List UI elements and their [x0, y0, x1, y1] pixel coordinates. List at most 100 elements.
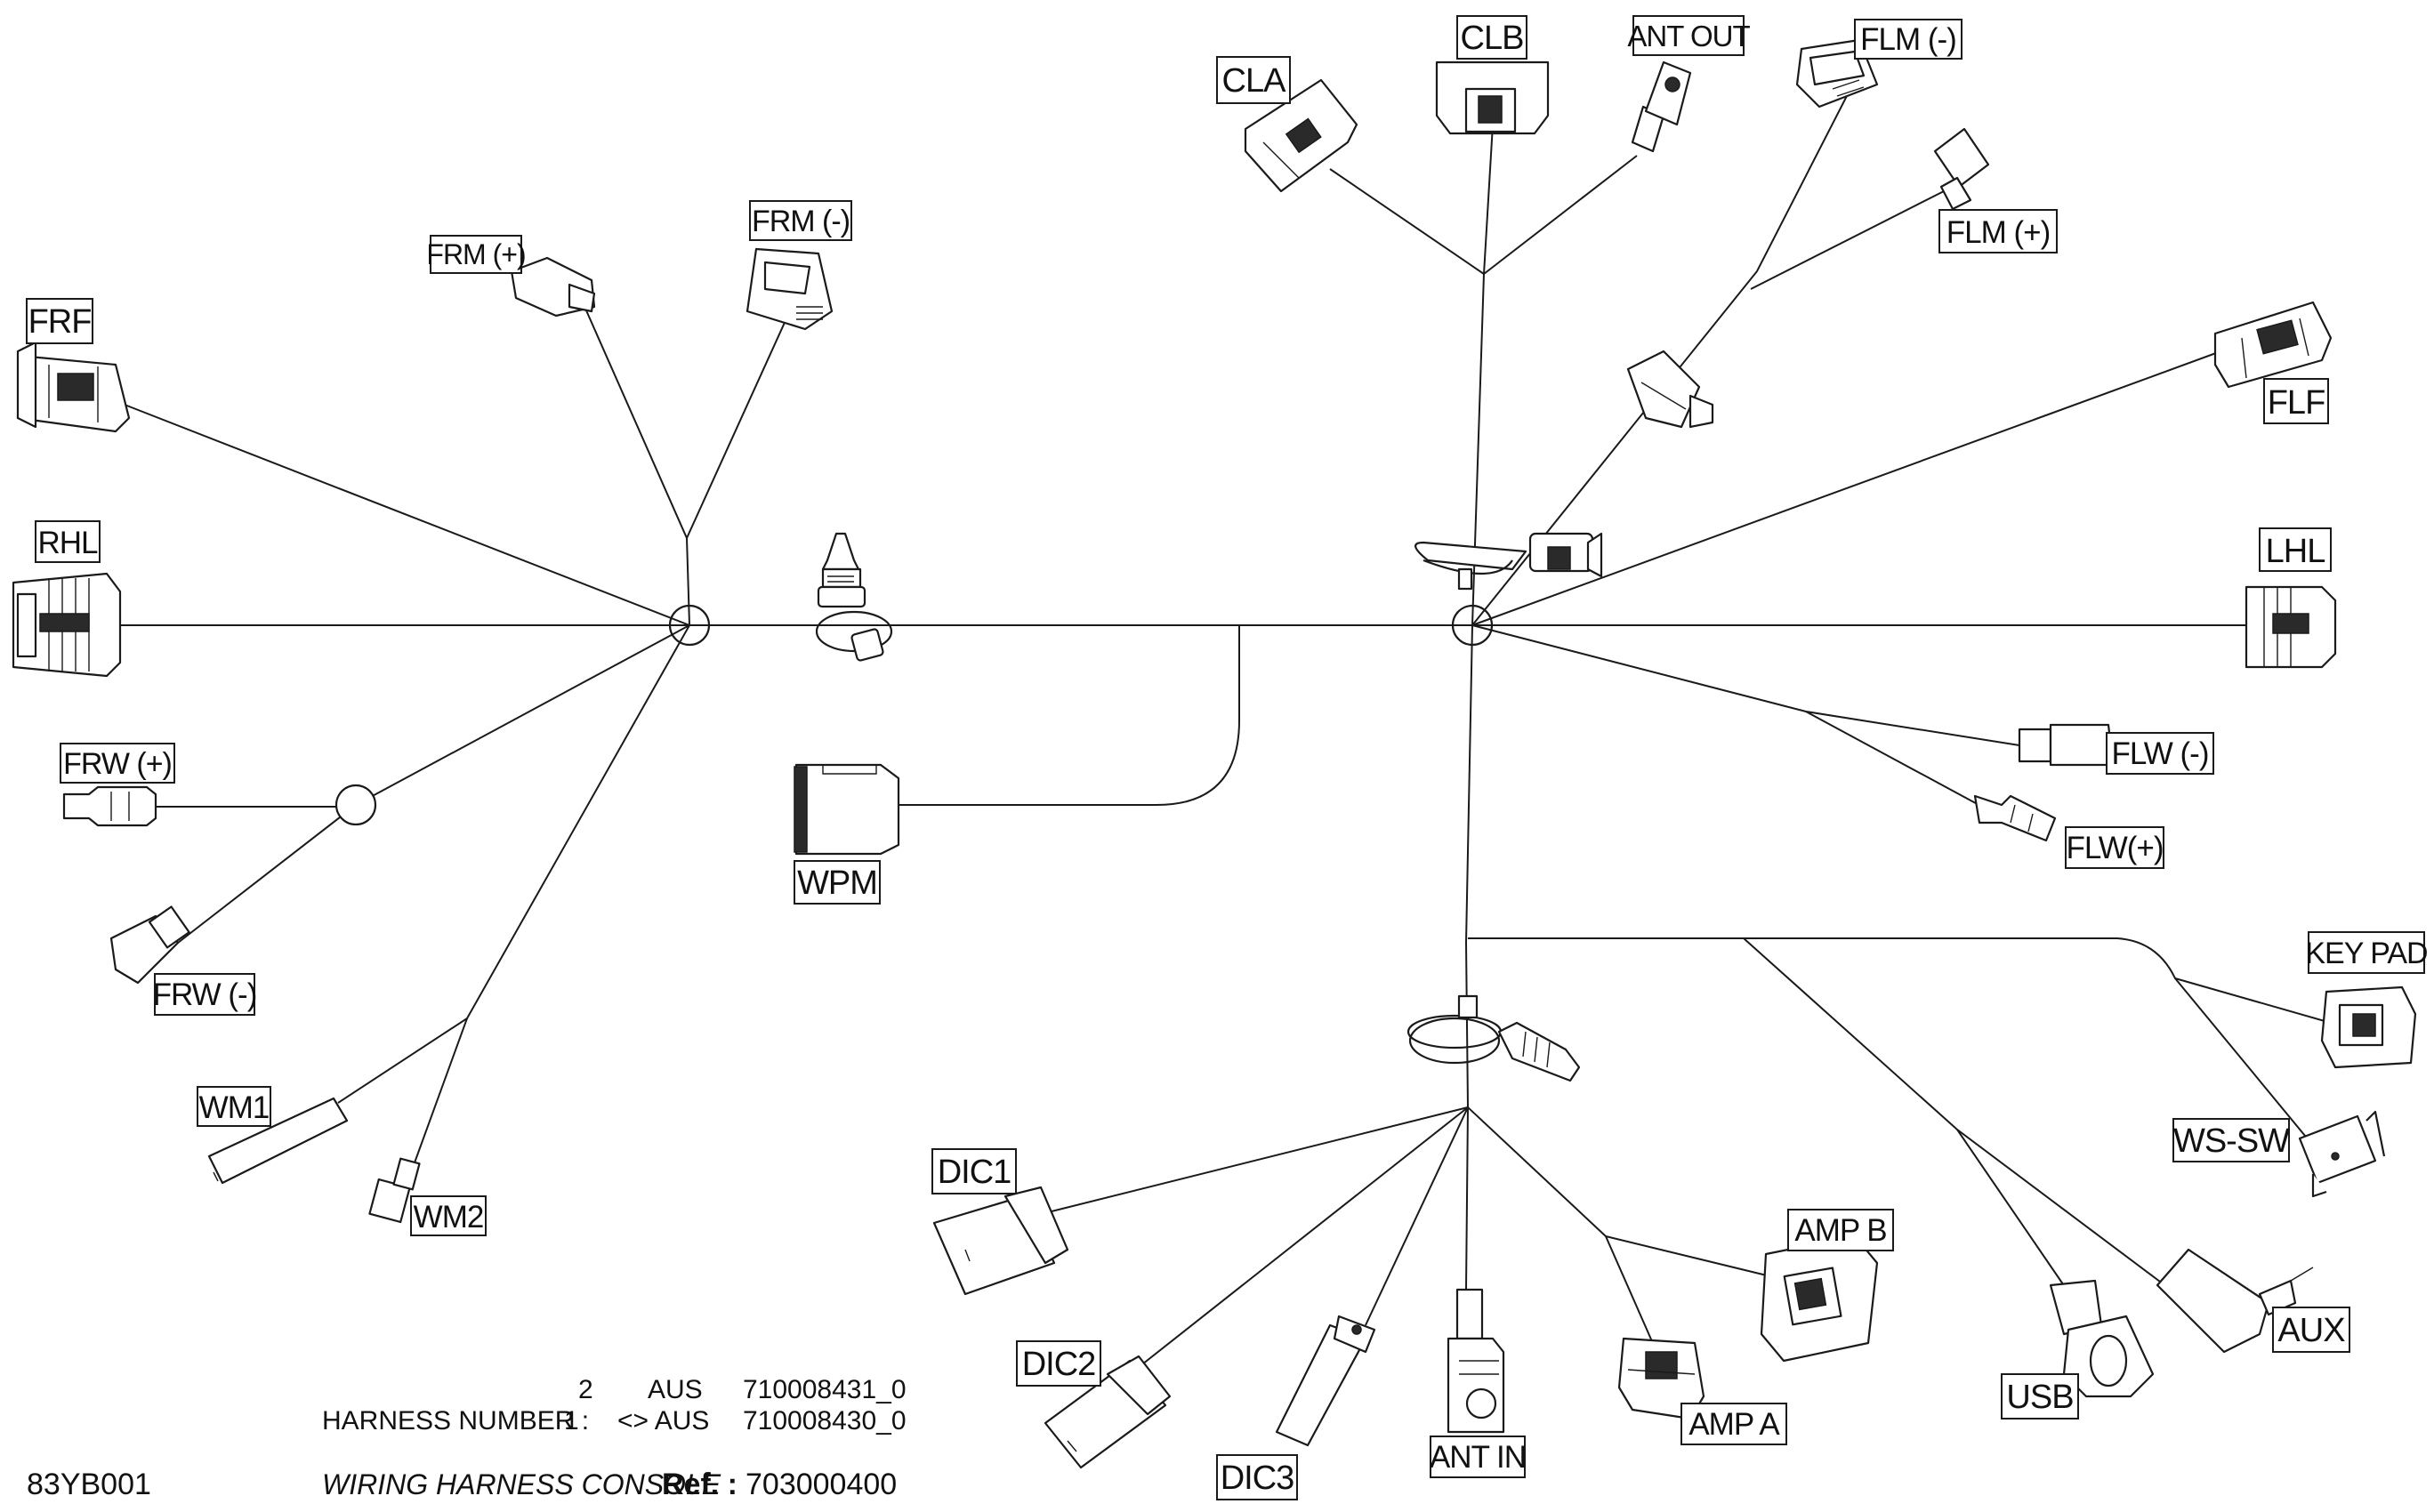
row-2-number: 2 [578, 1375, 593, 1404]
label-frf: FRF [26, 298, 93, 344]
amp-b-connector-icon [1760, 1235, 1879, 1363]
strap-clip-lower [1406, 994, 1581, 1082]
label-ant-out: ANT OUT [1627, 15, 1751, 56]
row-1-number: 1 [564, 1406, 579, 1436]
grommet-clip [1626, 350, 1714, 429]
frw-plus-connector-icon [62, 785, 157, 827]
wires [116, 88, 2332, 1375]
label-frw-plus: FRW (+) [60, 743, 175, 784]
wm2-connector-icon [368, 1157, 421, 1224]
label-dic2: DIC2 [1016, 1340, 1101, 1387]
label-aux: AUX [2272, 1307, 2350, 1353]
wire-clb [1483, 124, 1494, 275]
label-wm2-text: WM2 [414, 1200, 484, 1235]
label-cla: CLA [1216, 56, 1291, 104]
label-ant-in: ANT IN [1430, 1436, 1527, 1478]
wire-frf [124, 404, 690, 626]
label-wm1-text: WM1 [199, 1090, 270, 1125]
flm-plus-connector-icon [1933, 127, 1990, 211]
label-ws-sw-text: WS-SW [2173, 1122, 2290, 1160]
frw-splice-node [334, 784, 377, 826]
dic1-connector-icon [932, 1186, 1069, 1296]
label-usb-text: USB [2006, 1379, 2073, 1416]
wire-wm1 [337, 624, 690, 1104]
row-2-region: AUS [648, 1375, 703, 1404]
cla-connector-icon [1244, 78, 1358, 193]
label-wm2: WM2 [410, 1195, 487, 1236]
label-frm-plus-text: FRM (+) [426, 238, 525, 270]
wire-flm-plus [1750, 190, 1945, 290]
label-cla-text: CLA [1222, 62, 1287, 100]
harness-number-label: HARNESS NUMBER : [322, 1406, 589, 1436]
label-wpm: WPM [794, 860, 881, 905]
wire-amp-b [1605, 1235, 1771, 1277]
label-flm-minus-text: FLM (-) [1860, 22, 1956, 57]
ant-in-connector-icon [1447, 1288, 1505, 1434]
label-amp-b-text: AMP B [1794, 1213, 1886, 1248]
ref-value: 703000400 [746, 1468, 897, 1501]
wire-dic1 [1040, 1106, 1469, 1215]
label-wpm-text: WPM [797, 865, 877, 902]
label-frw-minus: FRW (-) [153, 973, 257, 1016]
right-splice-node [1451, 604, 1494, 647]
wire-amp-a [1467, 1106, 1656, 1348]
strap-clip-upper [1414, 532, 1603, 591]
label-flm-plus: FLM (+) [1938, 209, 2058, 253]
label-rhl-text: RHL [37, 526, 98, 560]
wire-ws-sw [2174, 977, 2323, 1157]
frw-minus-connector-icon [109, 905, 190, 985]
label-flw-plus: FLW(+) [2065, 826, 2164, 869]
lhl-connector-icon [2245, 585, 2337, 669]
label-frm-minus: FRM (-) [749, 200, 852, 241]
clb-connector-icon [1435, 60, 1550, 135]
ws-sw-connector-icon [2298, 1110, 2386, 1198]
label-key-pad: KEY PAD [2305, 931, 2429, 974]
usb-connector-icon [2049, 1279, 2155, 1398]
rhl-connector-icon [12, 572, 122, 678]
wm1-connector-icon [207, 1097, 349, 1185]
label-lhl: LHL [2259, 527, 2332, 572]
label-amp-a: AMP A [1680, 1403, 1787, 1445]
label-aux-text: AUX [2277, 1312, 2345, 1349]
label-frw-minus-text: FRW (-) [153, 977, 257, 1012]
label-dic1-text: DIC1 [938, 1154, 1011, 1191]
drawing-code: 83YB001 [27, 1468, 151, 1501]
frm-minus-connector-icon [746, 247, 834, 331]
amp-a-connector-icon [1617, 1337, 1705, 1420]
ref-label: Ref. : [662, 1468, 737, 1501]
drawing-title: WIRING HARNESS CONSOLE [322, 1468, 721, 1500]
dic2-connector-icon [1044, 1355, 1172, 1469]
label-usb: USB [2001, 1373, 2079, 1420]
label-frm-minus-text: FRM (-) [752, 205, 850, 238]
label-dic3: DIC3 [1216, 1454, 1298, 1500]
wire-flw-plus [1805, 711, 1985, 808]
wire-lower-trunk [1464, 624, 1473, 1108]
flw-plus-connector-icon [1973, 794, 2057, 842]
wire-frm-minus [686, 306, 793, 539]
dic3-connector-icon [1275, 1315, 1376, 1447]
label-flm-minus: FLM (-) [1854, 19, 1963, 60]
label-amp-a-text: AMP A [1688, 1407, 1780, 1442]
label-clb: CLB [1456, 15, 1527, 60]
wire-dic2 [1129, 1106, 1469, 1375]
row-1-part: 710008430_0 [743, 1406, 907, 1436]
label-frw-plus-text: FRW (+) [63, 747, 172, 781]
ant-out-connector-icon [1631, 60, 1692, 153]
label-ws-sw: WS-SW [2172, 1118, 2291, 1162]
label-key-pad-text: KEY PAD [2305, 937, 2427, 970]
connector-labels: CLA CLB ANT OUT FLM (-) FLM (+) FLF LHL [26, 15, 2429, 1500]
wire-flm-minus [1471, 88, 1851, 626]
label-flw-plus-text: FLW(+) [2066, 831, 2163, 865]
title-block: 2 AUS 710008431_0 HARNESS NUMBER : 1 <> … [27, 1375, 907, 1501]
label-dic3-text: DIC3 [1221, 1460, 1294, 1497]
label-clb-text: CLB [1461, 20, 1524, 57]
label-ant-out-text: ANT OUT [1627, 20, 1750, 52]
frf-connector-icon [16, 341, 131, 433]
label-flf: FLF [2263, 378, 2329, 424]
label-flw-minus: FLW (-) [2106, 732, 2214, 775]
key-pad-connector-icon [2320, 985, 2417, 1069]
label-flm-plus-text: FLM (+) [1946, 215, 2050, 250]
left-splice-node [668, 604, 711, 647]
